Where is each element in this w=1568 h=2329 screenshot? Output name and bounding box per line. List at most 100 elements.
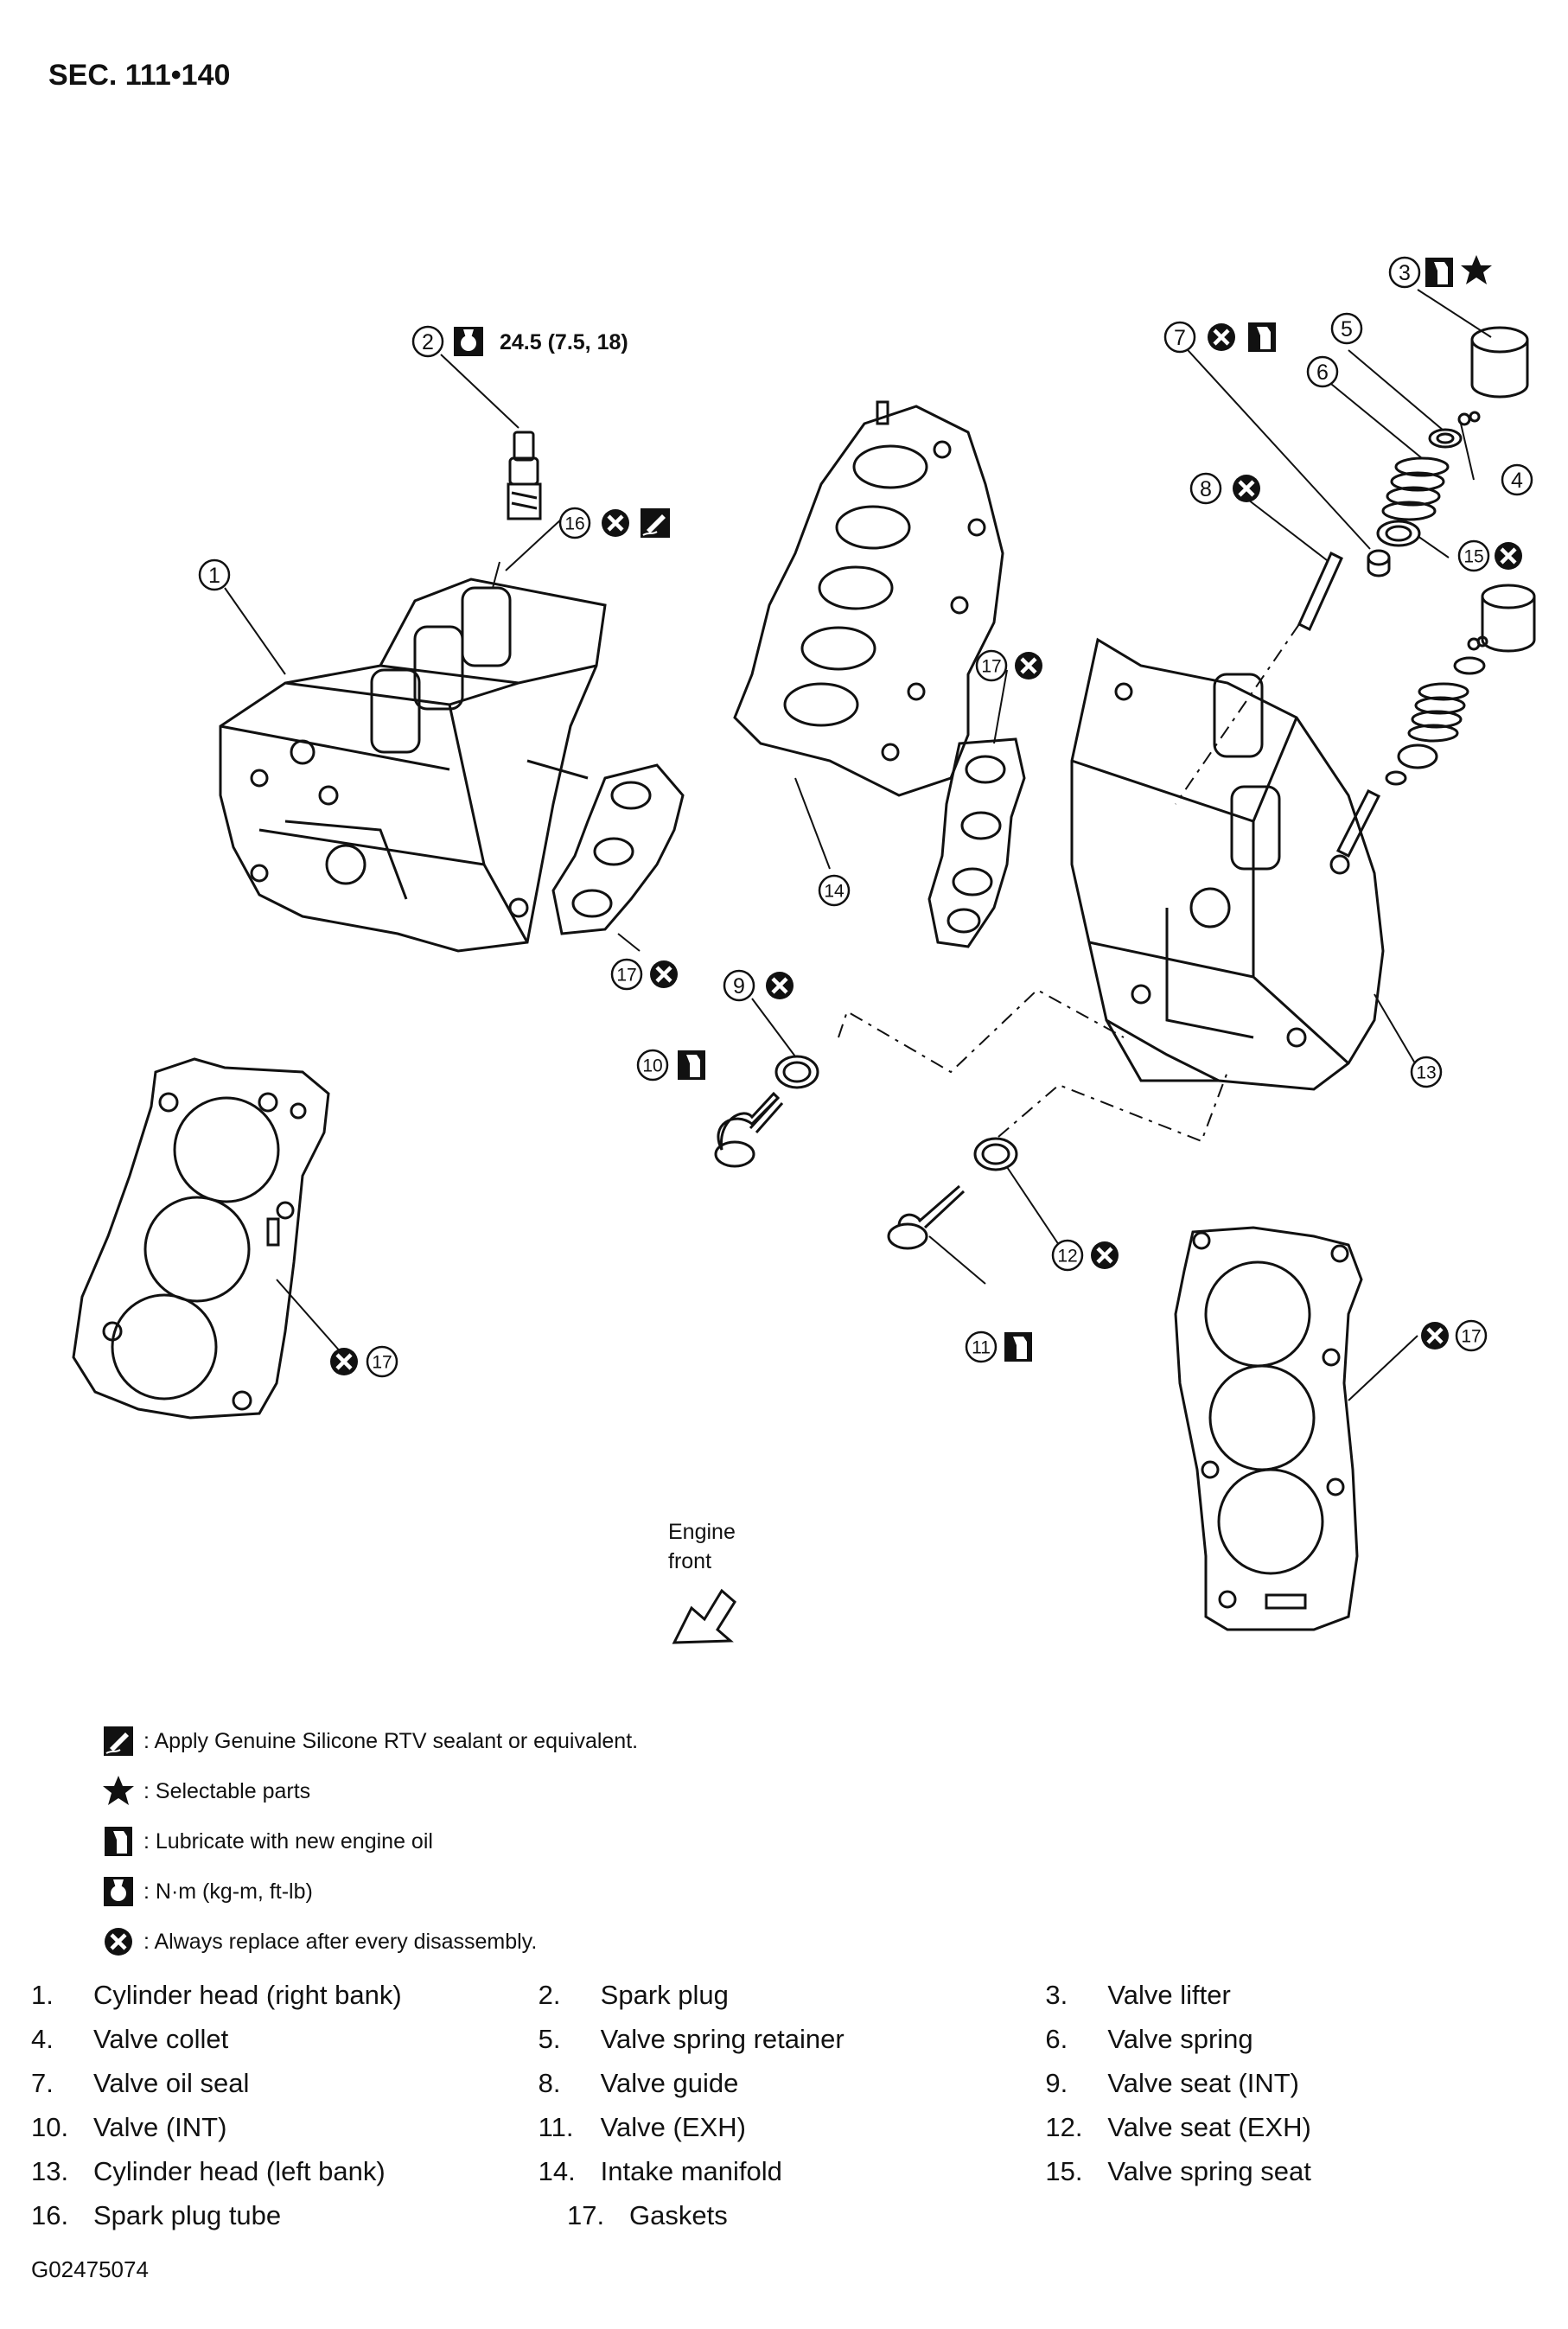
part-name: Valve lifter xyxy=(1107,1979,1231,2010)
part-name: Gaskets xyxy=(629,2199,728,2230)
part-name: Valve seat (INT) xyxy=(1107,2067,1299,2098)
parts-row: 16. Spark plug tube 17.Gaskets xyxy=(31,2193,1552,2237)
part-item: 1. Cylinder head (right bank) xyxy=(31,1980,539,2011)
part-number: 14. xyxy=(538,2155,576,2186)
parts-row: 13. Cylinder head (left bank) 14.Intake m… xyxy=(31,2149,1552,2193)
valve-train-second-set xyxy=(1335,584,1536,858)
callout-17-intake-left: 17 xyxy=(616,966,636,986)
torque-spec: 24.5 (7.5, 18) xyxy=(500,330,628,354)
replace-x-icon xyxy=(100,1924,137,1960)
part-item: 16. Spark plug tube xyxy=(31,2200,567,2231)
part-item: 5.Valve spring retainer xyxy=(539,2024,1046,2055)
part-name: Spark plug xyxy=(600,1979,729,2010)
parts-list: 1. Cylinder head (right bank) 2. Spark plu… xyxy=(31,1973,1552,2237)
part-item: 6.Valve spring xyxy=(1045,2024,1552,2055)
part-number: 4. xyxy=(31,2023,54,2054)
valve-oil-seal xyxy=(1367,549,1391,577)
part-name: Valve spring xyxy=(1107,2023,1253,2054)
figure-id: G02475074 xyxy=(31,2256,149,2282)
part-name: Valve collet xyxy=(93,2023,229,2054)
engine-front-arrow xyxy=(672,1588,736,1644)
legend-text: : Lubricate with new engine oil xyxy=(143,1828,433,1854)
symbol-legend: : Apply Genuine Silicone RTV sealant or … xyxy=(100,1716,878,1967)
part-name: Valve (INT) xyxy=(93,2111,227,2142)
part-name: Valve seat (EXH) xyxy=(1107,2111,1311,2142)
callout-symbols xyxy=(330,255,1522,1375)
legend-text: : Apply Genuine Silicone RTV sealant or … xyxy=(143,1728,639,1753)
callout-6: 6 xyxy=(1316,361,1329,385)
callout-11: 11 xyxy=(972,1338,991,1358)
head-gasket-right xyxy=(1174,1226,1363,1631)
part-item: 15. Valve spring seat xyxy=(1045,2156,1552,2187)
legend-row-sealant: : Apply Genuine Silicone RTV sealant or … xyxy=(100,1716,878,1766)
legend-row-replace: : Always replace after every disassembly… xyxy=(100,1917,878,1967)
part-item: 7.Valve oil seal xyxy=(31,2068,539,2099)
part-item: 13. Cylinder head (left bank) xyxy=(31,2156,539,2187)
intake-gasket-left xyxy=(551,763,685,935)
oil-can-icon xyxy=(105,1827,132,1856)
cylinder-head-right-bank xyxy=(219,577,607,953)
part-number: 2. xyxy=(538,1979,561,2010)
part-name: Cylinder head (right bank) xyxy=(93,1979,402,2010)
part-number: 15. xyxy=(1045,2155,1083,2186)
callout-17-intake-right: 17 xyxy=(981,657,1001,677)
callout-9: 9 xyxy=(733,974,745,999)
intake-manifold xyxy=(733,400,1004,797)
callouts xyxy=(198,256,1533,1378)
engine-front-line-1: Engine xyxy=(668,1520,736,1544)
callout-2: 2 xyxy=(422,330,434,354)
parts-row: 10.Valve (INT) 11. Valve (EXH) 12. Valve s… xyxy=(31,2105,1552,2149)
part-number: 7. xyxy=(31,2067,54,2098)
cylinder-head-left-bank xyxy=(1070,637,1385,1091)
star-icon xyxy=(103,1776,134,1805)
callout-7: 7 xyxy=(1174,326,1186,350)
parts-row: 7.Valve oil seal 8.Valve guide 9.Valve s… xyxy=(31,2061,1552,2105)
part-number: 11. xyxy=(538,2111,574,2142)
replace-x-icon xyxy=(1091,1241,1119,1269)
leader-lines xyxy=(224,289,1492,1401)
callout-14: 14 xyxy=(824,882,845,902)
callout-5: 5 xyxy=(1341,317,1353,341)
part-item: 17.Gaskets xyxy=(567,2200,1103,2231)
part-item: 3. Valve lifter xyxy=(1045,1980,1552,2011)
part-item: 8.Valve guide xyxy=(539,2068,1046,2099)
replace-x-icon xyxy=(1208,323,1235,351)
part-number: 12. xyxy=(1045,2111,1083,2142)
part-name: Spark plug tube xyxy=(93,2199,282,2230)
part-name: Valve (EXH) xyxy=(600,2111,746,2142)
callout-17-head-right: 17 xyxy=(1461,1327,1481,1347)
engine-front-line-2: front xyxy=(668,1549,712,1573)
valve-spring-seat xyxy=(1376,520,1421,547)
legend-text: : N·m (kg-m, ft-lb) xyxy=(143,1879,313,1904)
torque-wrench-icon xyxy=(104,1877,133,1906)
valve-lifter xyxy=(1470,326,1529,399)
part-item: 14.Intake manifold xyxy=(539,2156,1046,2187)
valve-seat-exh xyxy=(973,1137,1018,1171)
oil-can-icon xyxy=(1248,322,1276,352)
part-name: Valve spring seat xyxy=(1107,2155,1311,2186)
sealant-icon xyxy=(103,1726,134,1757)
oil-can-icon xyxy=(678,1050,705,1080)
part-name: Valve spring retainer xyxy=(600,2023,845,2054)
part-number: 13. xyxy=(31,2155,69,2186)
replace-x-icon xyxy=(330,1348,358,1375)
part-number: 16. xyxy=(31,2199,69,2230)
part-number: 1. xyxy=(31,1979,54,2010)
torque-wrench-icon xyxy=(454,327,483,356)
part-item: 2. Spark plug xyxy=(539,1980,1046,2011)
replace-x-icon xyxy=(1015,652,1042,680)
valve-seat-int xyxy=(774,1055,819,1089)
callout-12: 12 xyxy=(1057,1247,1077,1267)
callout-13: 13 xyxy=(1416,1063,1436,1083)
callout-1: 1 xyxy=(208,564,220,588)
legend-row-torque: : N·m (kg-m, ft-lb) xyxy=(100,1866,878,1917)
part-item: 10.Valve (INT) xyxy=(31,2112,539,2143)
sealant-icon xyxy=(640,507,671,539)
part-number: 3. xyxy=(1045,1979,1068,2010)
part-item: 4. Valve collet xyxy=(31,2024,539,2055)
valve-spring xyxy=(1381,456,1450,521)
part-name: Cylinder head (left bank) xyxy=(93,2155,386,2186)
callout-16: 16 xyxy=(564,514,584,534)
replace-x-icon xyxy=(1421,1322,1449,1350)
